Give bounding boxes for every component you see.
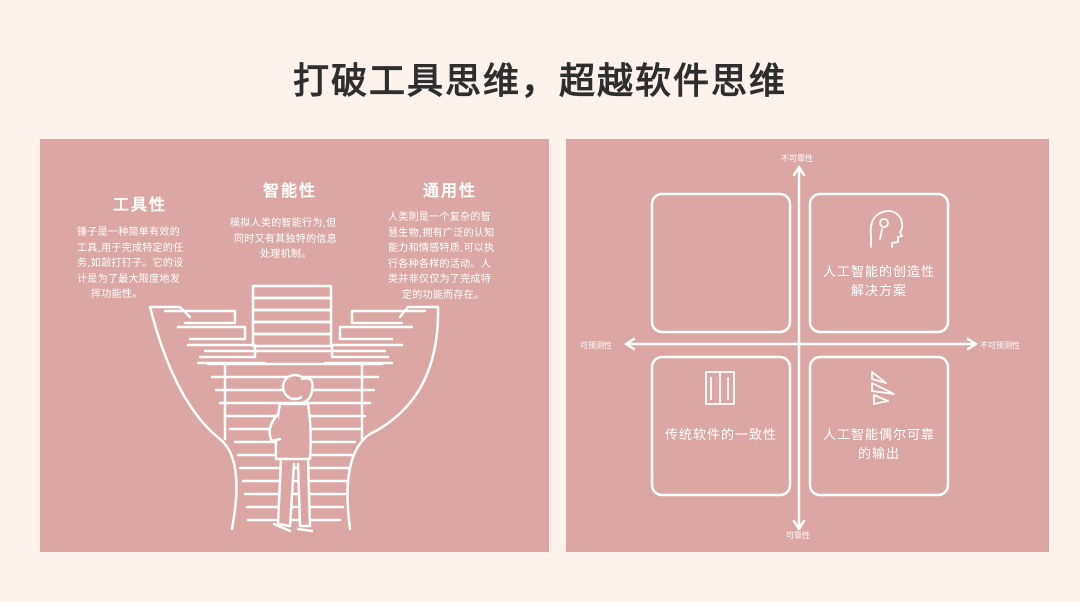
quadrant-box-top-left <box>650 192 792 334</box>
trait-label-tool: 工具性 <box>112 195 167 214</box>
ribbon-icon <box>871 371 895 405</box>
quadrant-diagram <box>624 165 978 531</box>
trait-desc-intelligence: 模拟人类的智能行为,但 同时又有其独特的信息 处理机制。 <box>230 218 337 260</box>
person-figure <box>268 373 314 533</box>
axis-label-right: 不可预测性 <box>980 341 1020 350</box>
brain-head-icon <box>869 210 904 248</box>
left-illustration-panel: 工具性 锤子是一种简单有效的 工具,用于完成特定的任 务,如敲打钉子。它的设 计… <box>40 139 549 552</box>
trait-label-generality: 通用性 <box>422 181 477 200</box>
quadrant-text-top-right: 人工智能的创造性 解决方案 <box>822 265 935 299</box>
quadrant-box-top-right <box>808 192 950 334</box>
axis-label-top: 不可靠性 <box>781 154 813 163</box>
axis-label-bottom: 可靠性 <box>786 531 810 540</box>
quadrant-box-bottom-left <box>650 355 792 497</box>
trait-desc-tool: 锤子是一种简单有效的 工具,用于完成特定的任 务,如敲打钉子。它的设 计是为了最… <box>77 227 184 300</box>
quadrant-text-bottom-left: 传统软件的一致性 <box>664 428 777 443</box>
right-quadrant-panel: 不可靠性 可靠性 可预测性 不可预测性 人工智能的创造性 解决方案 传统软件的一… <box>566 139 1049 552</box>
trait-desc-generality: 人类則是一个复杂的智 慧生物,拥有广泛的认知 能力和情感特质,可以执 行各种各样… <box>388 212 495 301</box>
book-icon <box>705 371 735 405</box>
staircase-illustration <box>148 284 440 533</box>
quadrant-box-bottom-right <box>808 355 950 497</box>
page-title: 打破工具思维，超越软件思维 <box>292 61 787 102</box>
trait-label-intelligence: 智能性 <box>262 181 317 200</box>
axis-label-left: 可预测性 <box>580 341 612 350</box>
quadrant-text-bottom-right: 人工智能偶尔可靠 的输出 <box>822 428 935 462</box>
